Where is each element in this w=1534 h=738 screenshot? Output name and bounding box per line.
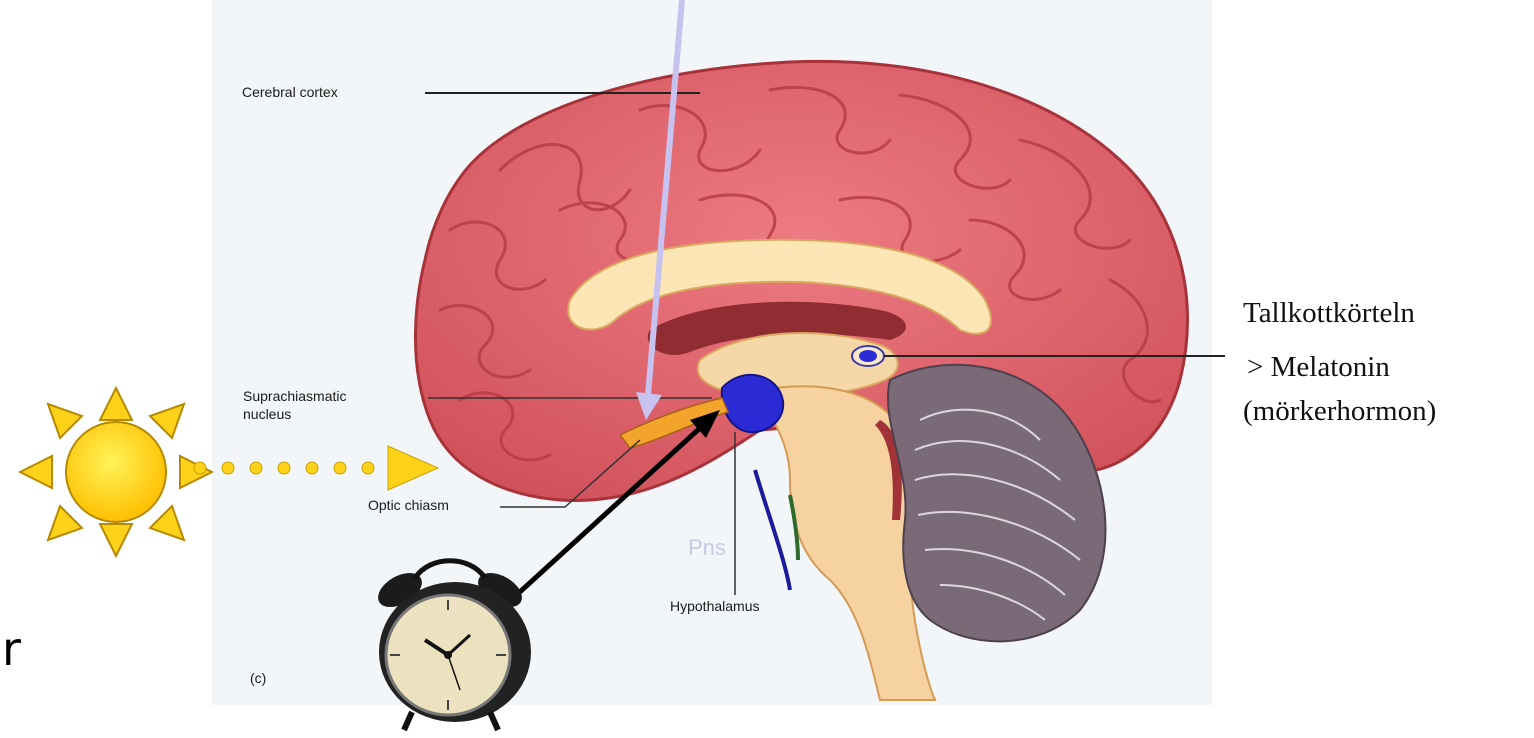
label-scn-line2: nucleus (243, 406, 291, 422)
label-panel: (c) (250, 670, 266, 686)
sun-icon (20, 388, 212, 556)
label-cerebral-cortex: Cerebral cortex (242, 84, 338, 100)
label-pons: Pns (688, 535, 726, 561)
label-optic-chiasm: Optic chiasm (368, 497, 449, 513)
annotation-line1: Tallkottkörteln (1243, 296, 1415, 330)
label-scn-line1: Suprachiasmatic (243, 388, 347, 404)
edge-text: r (2, 622, 21, 676)
label-hypothalamus: Hypothalamus (670, 598, 760, 614)
annotation-line2: > Melatonin (1247, 350, 1390, 384)
pineal-core (859, 350, 877, 362)
annotation-line3: (mörkerhormon) (1243, 394, 1436, 428)
